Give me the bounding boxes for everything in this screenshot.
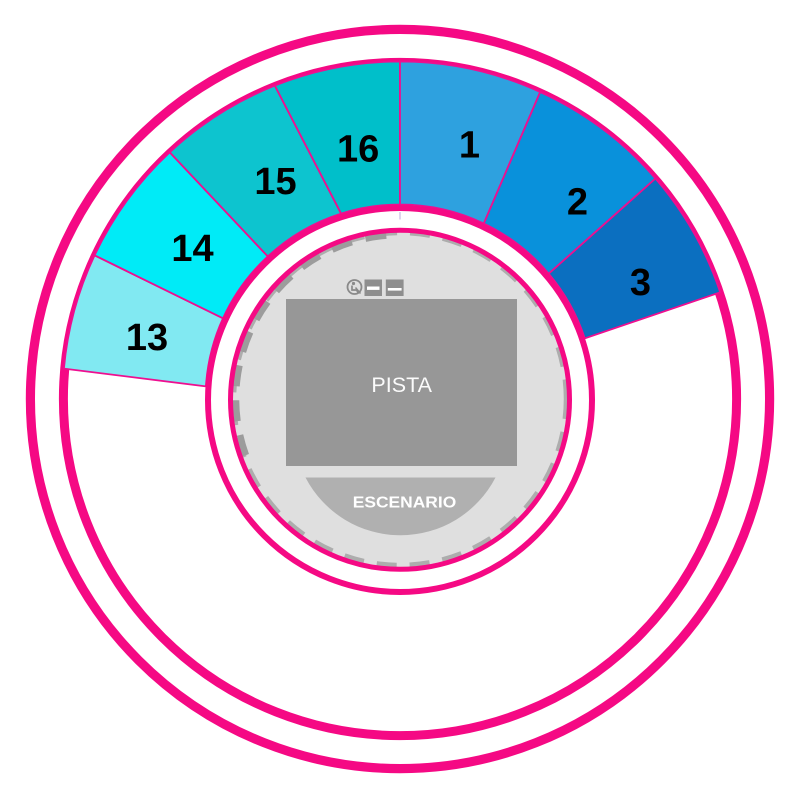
svg-text:1: 1	[459, 125, 480, 167]
svg-text:15: 15	[254, 161, 296, 203]
svg-text:3: 3	[630, 262, 651, 304]
svg-text:16: 16	[337, 129, 379, 171]
svg-text:2: 2	[567, 182, 588, 224]
svg-text:14: 14	[171, 228, 213, 270]
svg-text:ESCENARIO: ESCENARIO	[353, 494, 457, 511]
svg-text:13: 13	[126, 317, 168, 359]
svg-text:PISTA: PISTA	[371, 373, 432, 397]
